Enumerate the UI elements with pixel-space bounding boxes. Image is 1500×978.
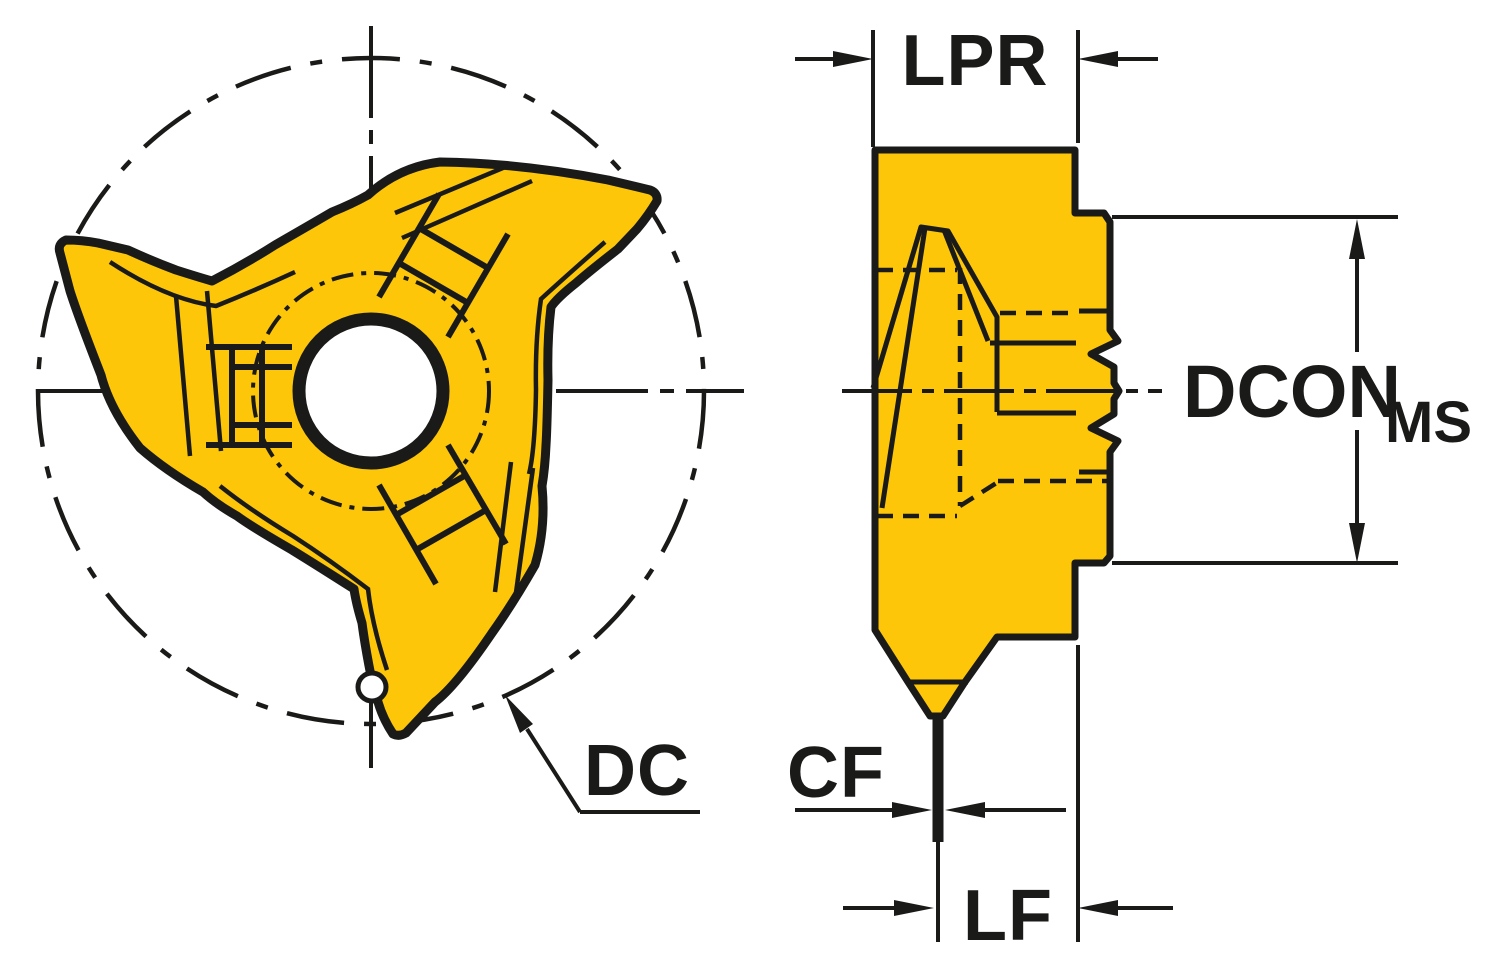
key-strip-upper-right [376,192,511,339]
hidden-lines [877,267,1108,519]
key-strip-left [206,344,292,448]
arrow-left-icon [945,802,985,818]
side-view [842,146,1162,942]
arrow-left-icon [1078,51,1118,67]
pocket-cone-lines [870,224,1108,685]
arrow-right-icon [892,802,932,818]
dimension-cf: CF [787,733,1066,818]
center-hole [292,312,450,470]
key-strip-lower-right [376,443,509,586]
dimensions: LPR DCON MS CF LF [505,21,1472,956]
arrow-up-icon [1349,219,1365,259]
dimension-dcon: DCON MS [1112,215,1472,565]
dimension-lpr: LPR [795,21,1158,147]
dcon-subscript-label: MS [1385,390,1472,455]
pitch-circle [251,271,491,511]
insert-side-outline [871,146,1123,720]
lf-label: LF [963,876,1053,956]
arrow-right-icon [833,51,873,67]
dc-label: DC [584,731,690,811]
gullet-lip-left [108,260,296,309]
gullet-lip-right [526,240,607,475]
dimension-lf: LF [843,645,1173,956]
dimension-dc: DC [505,695,700,814]
gullet-lip-bottom [218,484,390,671]
neck-band-left [173,290,224,457]
front-view [35,26,744,772]
lpr-label: LPR [902,21,1049,101]
arrow-down-icon [1349,523,1365,563]
dcon-label: DCON [1183,350,1401,433]
neck-band-bottom [492,461,536,601]
arrow-up-left-icon [505,695,533,733]
cf-label: CF [787,733,885,813]
arrow-left-icon [1078,900,1118,916]
arrow-right-icon [894,900,934,916]
edge-notch [355,670,389,704]
